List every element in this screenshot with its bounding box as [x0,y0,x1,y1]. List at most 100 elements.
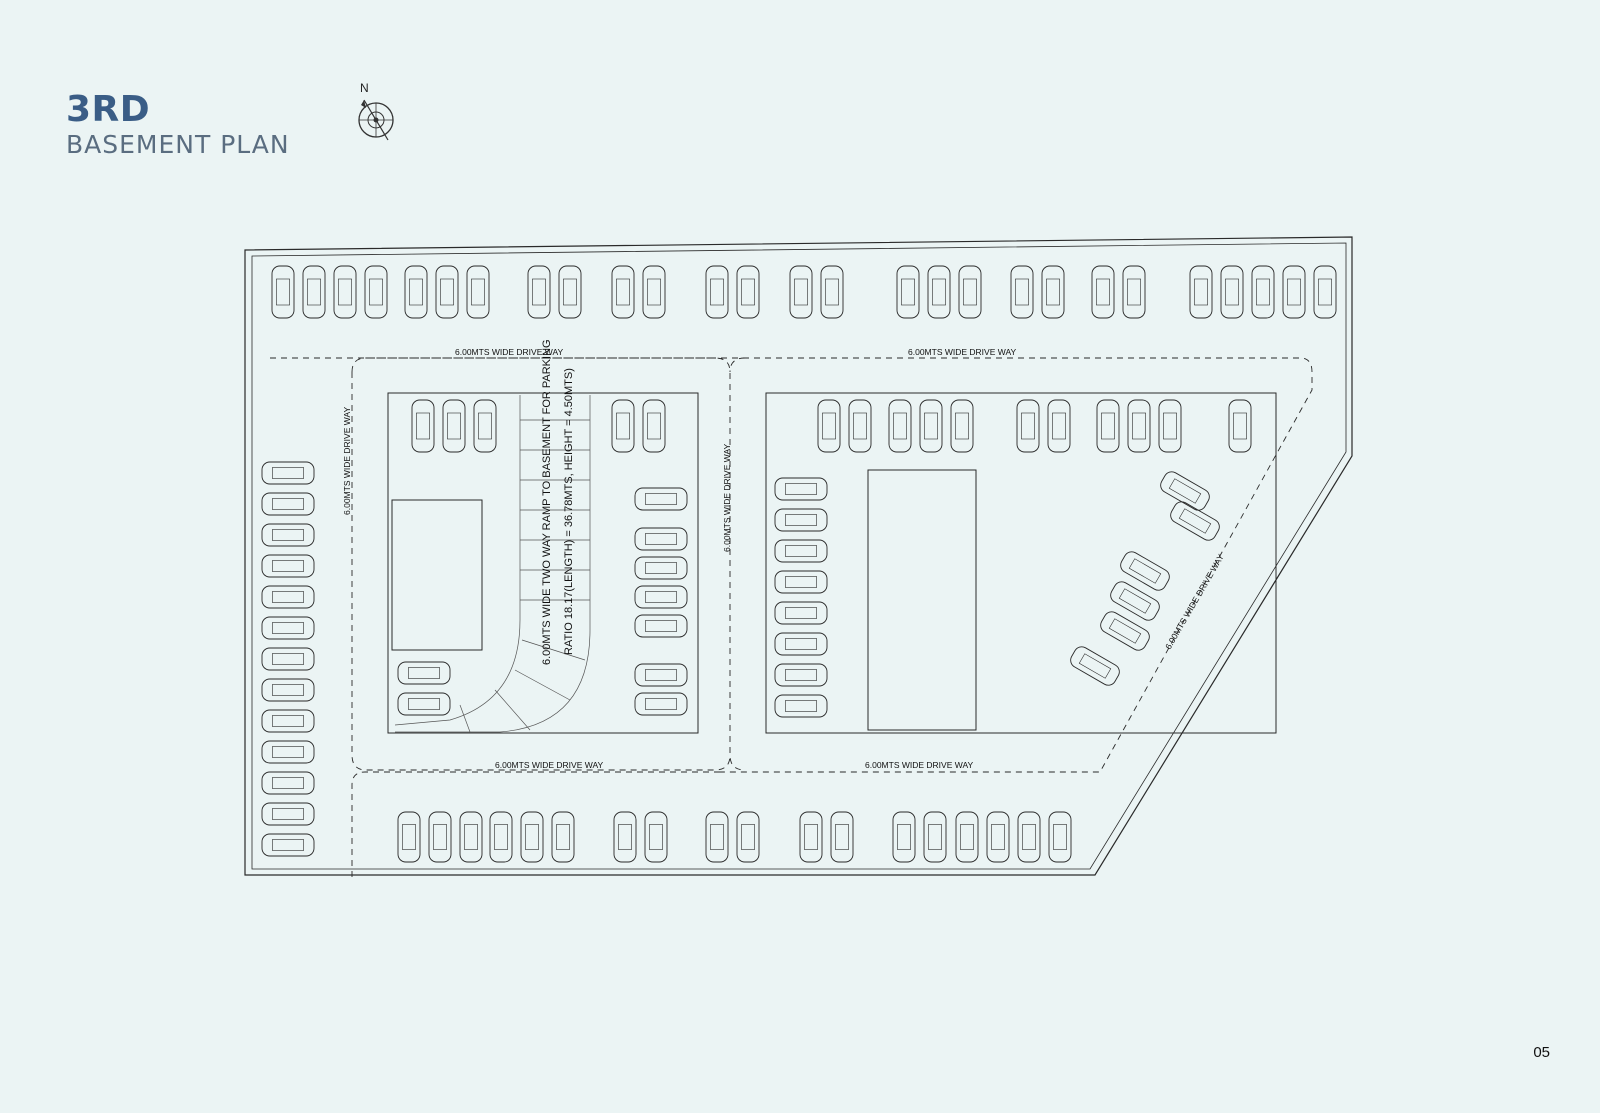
car-bay [1228,399,1252,453]
ramp-label-line1: 6.00MTS WIDE TWO WAY RAMP TO BASEMENT FO… [541,339,553,665]
drive-label-diagonal: 6.00MTS WIDE DRIVE WAY [1163,552,1226,651]
car-bay [634,614,688,638]
car-bay [634,663,688,687]
car-bay [1110,581,1160,621]
car-bay [302,265,326,319]
car-bay [642,399,666,453]
car-bay [1189,265,1213,319]
car-bay [611,265,635,319]
car-bay [613,811,637,863]
car-bay [892,811,916,863]
car-bay [261,833,315,857]
car-bay [950,399,974,453]
lift-core-left [391,499,483,651]
car-bay [1047,399,1071,453]
car-bay [1122,265,1146,319]
left-core-block [387,392,699,734]
north-compass-icon: N [358,81,394,141]
car-bay [261,740,315,764]
compass-north-label: N [360,81,369,95]
site-boundary-inner [251,242,1347,870]
car-bay [820,265,844,319]
car-bay [774,539,828,563]
car-bay [520,811,544,863]
car-bay [1041,265,1065,319]
car-bay [634,692,688,716]
car-bay [261,616,315,640]
car-bay [923,811,947,863]
car-bay [333,265,357,319]
car-bay [611,399,635,453]
car-bay [397,811,421,863]
car-bay [774,601,828,625]
parking-bays [261,265,1337,863]
car-bay [1120,551,1170,591]
car-bay [261,461,315,485]
car-bay [428,811,452,863]
car-bay [261,647,315,671]
car-bay [1096,399,1120,453]
car-bay [404,265,428,319]
car-bay [261,709,315,733]
drive-label-center-vertical: 6.00MTS WIDE DRIVE WAY [722,444,732,552]
car-bay [848,399,872,453]
car-bay [261,554,315,578]
car-bay [261,523,315,547]
page-title: 3RD [66,89,151,130]
car-bay [435,265,459,319]
car-bay [705,811,729,863]
car-bay [958,265,982,319]
car-bay [927,265,951,319]
ramp [394,395,591,733]
car-bay [473,399,497,453]
lift-core-right [867,469,977,731]
car-bay [888,399,912,453]
site-boundary [244,236,1353,876]
car-bay [489,811,513,863]
drive-label-left-vertical: 6.00MTS WIDE DRIVE WAY [342,407,352,515]
car-bay [261,771,315,795]
car-bay [397,692,451,716]
car-bay [736,811,760,863]
car-bay [1100,611,1150,651]
car-bay [830,811,854,863]
car-bay [1070,646,1120,686]
car-bay [774,477,828,501]
car-bay [1170,501,1220,541]
car-bay [411,399,435,453]
drive-label-top-left: 6.00MTS WIDE DRIVE WAY [455,347,563,357]
page-number: 05 [1533,1044,1550,1061]
car-bay [1282,265,1306,319]
car-bay [919,399,943,453]
car-bay [774,694,828,718]
car-bay [634,585,688,609]
car-bay [261,492,315,516]
car-bay [466,265,490,319]
car-bay [634,556,688,580]
car-bay [551,811,575,863]
page-subtitle: BASEMENT PLAN [66,130,290,159]
car-bay [261,802,315,826]
title-block: 3RD BASEMENT PLAN [66,89,290,160]
car-bay [527,265,551,319]
car-bay [442,399,466,453]
drive-way-lines [270,357,1313,880]
drive-label-bottom-right: 6.00MTS WIDE DRIVE WAY [865,760,973,770]
car-bay [774,570,828,594]
car-bay [896,265,920,319]
car-bay [799,811,823,863]
car-bay [986,811,1010,863]
car-bay [789,265,813,319]
car-bay [364,265,388,319]
car-bay [736,265,760,319]
car-bay [774,663,828,687]
car-bay [1220,265,1244,319]
car-bay [1251,265,1275,319]
car-bay [1010,265,1034,319]
car-bay [261,678,315,702]
car-bay [634,527,688,551]
car-bay [1016,399,1040,453]
drive-label-bottom-left: 6.00MTS WIDE DRIVE WAY [495,760,603,770]
drive-label-top-right: 6.00MTS WIDE DRIVE WAY [908,347,1016,357]
